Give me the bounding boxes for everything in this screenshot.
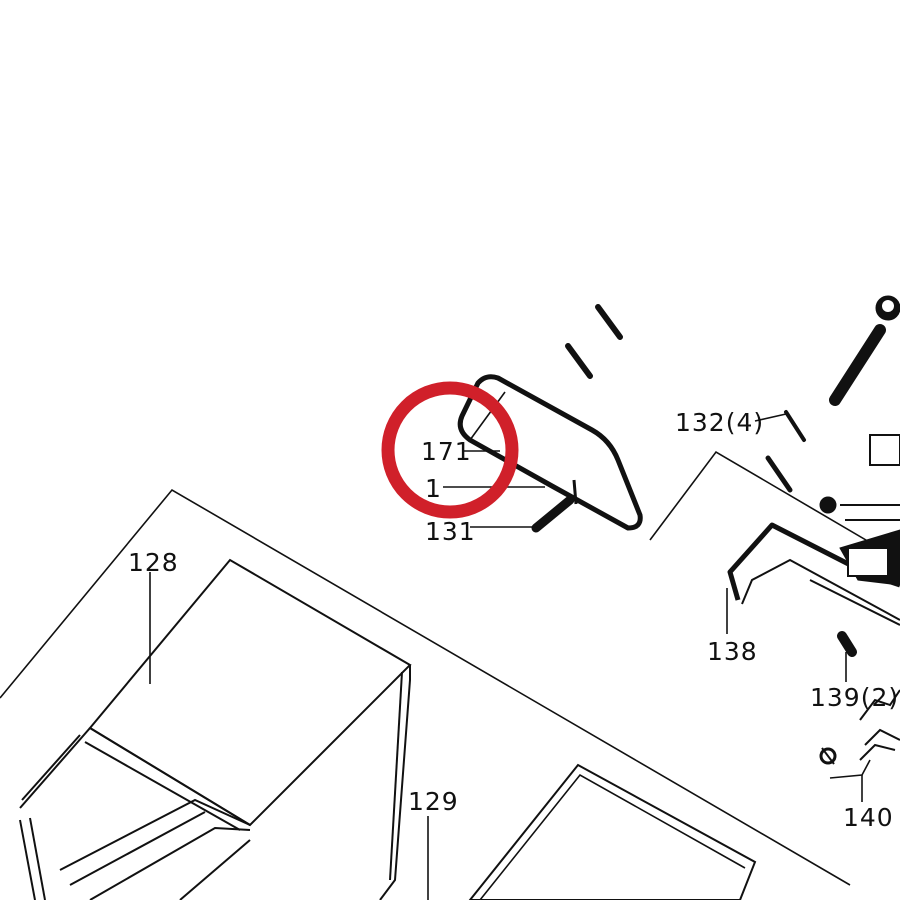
- leader-lines: [149, 413, 871, 900]
- part-129-tray: [468, 763, 757, 900]
- part-128-housing: [19, 558, 412, 900]
- part-140-mechanism: [819, 689, 900, 765]
- highlight-circle: [381, 381, 519, 519]
- label-129: 129: [408, 787, 459, 816]
- label-171: 171: [421, 437, 472, 466]
- part-171-gasket: [457, 374, 643, 531]
- label-128: 128: [128, 548, 179, 577]
- label-132: 132(4): [675, 408, 764, 437]
- part-131-screw: [531, 479, 578, 533]
- label-140: 140: [843, 803, 894, 832]
- label-131: 131: [425, 517, 476, 546]
- part-132-screws: [765, 295, 900, 493]
- label-1: 1: [425, 474, 442, 503]
- label-139: 139(2): [810, 683, 899, 712]
- part-138-bracket: [727, 434, 900, 626]
- part-139-spring: [837, 631, 857, 657]
- pins: [565, 304, 623, 379]
- platform-outline: [0, 391, 900, 886]
- label-138: 138: [707, 637, 758, 666]
